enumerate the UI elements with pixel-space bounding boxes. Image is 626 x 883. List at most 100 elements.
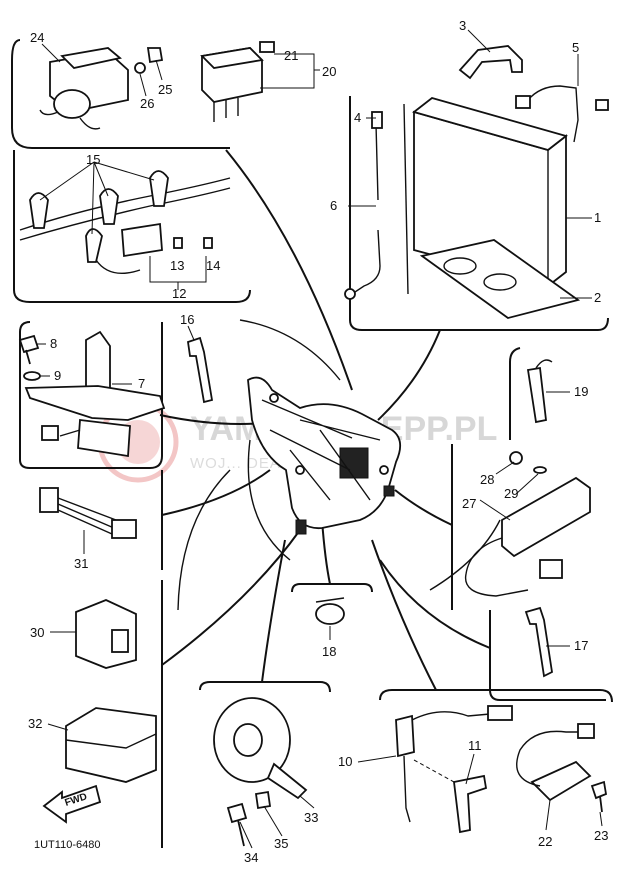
horn-33 (213, 697, 308, 800)
fuse-14 (203, 237, 213, 249)
label-26: 26 (140, 96, 154, 111)
label-29: 29 (504, 486, 518, 501)
connector-31 (39, 487, 137, 539)
earth-cable-eyelet (344, 288, 356, 300)
leader-27 (479, 499, 511, 521)
clamp-hook (535, 359, 553, 369)
leader-8 (261, 539, 286, 683)
battery-pad (419, 239, 581, 319)
clip-cable (19, 177, 231, 231)
label-19: 19 (574, 384, 588, 399)
label-20: 20 (322, 64, 336, 79)
battery-top (412, 97, 568, 151)
label-16: 16 (180, 312, 194, 327)
harness-clips-15 (19, 170, 231, 274)
clip-cable (19, 187, 231, 241)
relay-socket (111, 629, 129, 653)
label-3: 3 (459, 18, 466, 33)
igniter-27 (464, 476, 591, 597)
label-4: 4 (354, 110, 361, 125)
cable-tie-16 (187, 336, 214, 404)
leader-9 (371, 539, 437, 691)
bracket-sensors (379, 689, 613, 703)
connector-plug (111, 519, 137, 539)
label-30: 30 (30, 625, 44, 640)
label-31: 31 (74, 556, 88, 571)
leader-23 (599, 811, 603, 827)
leader-29 (515, 473, 539, 495)
leader-14 (247, 439, 291, 561)
cable-tie (187, 336, 214, 404)
harness-plug (295, 519, 307, 535)
clip (149, 170, 169, 207)
main-switch-7 (24, 330, 166, 458)
leader-lines (159, 149, 501, 691)
bracket-harness-clips (13, 150, 251, 303)
fuse-icon (259, 41, 275, 53)
label-1: 1 (594, 210, 601, 225)
bracket-main-switch (19, 321, 163, 469)
relay-body (65, 707, 157, 783)
main-switch-body (77, 418, 131, 458)
fuse-icon (203, 237, 213, 249)
leader-25 (155, 59, 163, 81)
pad-cutout (443, 257, 477, 275)
label-2: 2 (594, 290, 601, 305)
label-12: 12 (172, 286, 186, 301)
washer-26 (134, 62, 146, 74)
relay-30 (75, 599, 137, 669)
clamp-tab (315, 597, 345, 603)
clip (99, 188, 119, 225)
fuse-13 (173, 237, 183, 249)
fuse-box (121, 222, 163, 258)
bracket-battery (349, 96, 609, 331)
leader-3 (467, 29, 491, 53)
forward-arrow: FWD (42, 784, 102, 824)
leader-15 (39, 161, 155, 235)
label-34: 34 (244, 850, 258, 865)
leader-28 (495, 461, 515, 475)
label-28: 28 (480, 472, 494, 487)
clamp-18 (315, 597, 345, 625)
label-8: 8 (50, 336, 57, 351)
group-brackets (11, 39, 613, 848)
main-switch-lead (59, 429, 81, 437)
label-14: 14 (206, 258, 220, 273)
horn-bracket (266, 762, 308, 800)
clamp-19 (526, 359, 553, 424)
screw-icon (509, 451, 523, 465)
leader-10 (321, 519, 331, 585)
label-17: 17 (574, 638, 588, 653)
leader-26 (139, 73, 147, 97)
switch-body (395, 714, 415, 758)
leader-16 (187, 325, 195, 341)
igniter-body (501, 476, 591, 558)
igniter-connector (539, 559, 563, 579)
leader-24 (41, 43, 61, 63)
relay-edge (65, 733, 157, 749)
relay-20 (200, 47, 264, 122)
label-10: 10 (338, 754, 352, 769)
label-leaders (36, 29, 603, 849)
label-27: 27 (462, 496, 476, 511)
lead-terminal (515, 95, 531, 109)
leader-12-13-14 (149, 256, 207, 290)
main-switch-connector (41, 425, 59, 441)
igniter-lead (464, 537, 529, 597)
battery-pad-2 (419, 239, 581, 319)
fuse-21 (259, 41, 275, 53)
harness-terminal (379, 465, 389, 475)
part-labels: 3 5 24 25 26 21 20 4 6 1 2 15 13 14 12 8… (28, 18, 608, 865)
screw-28 (509, 451, 523, 465)
leader-5 (161, 529, 301, 666)
leader-11 (239, 319, 341, 381)
lead-terminal (595, 99, 609, 111)
nut-icon (146, 47, 164, 64)
ignition-coil-leads (39, 109, 101, 130)
bracket-plate (453, 774, 488, 834)
switch-connector (487, 705, 513, 721)
connector-wires (57, 497, 117, 535)
leader-22 (545, 799, 551, 831)
bracket-clamp-18 (291, 583, 373, 593)
harness-body (247, 376, 402, 530)
